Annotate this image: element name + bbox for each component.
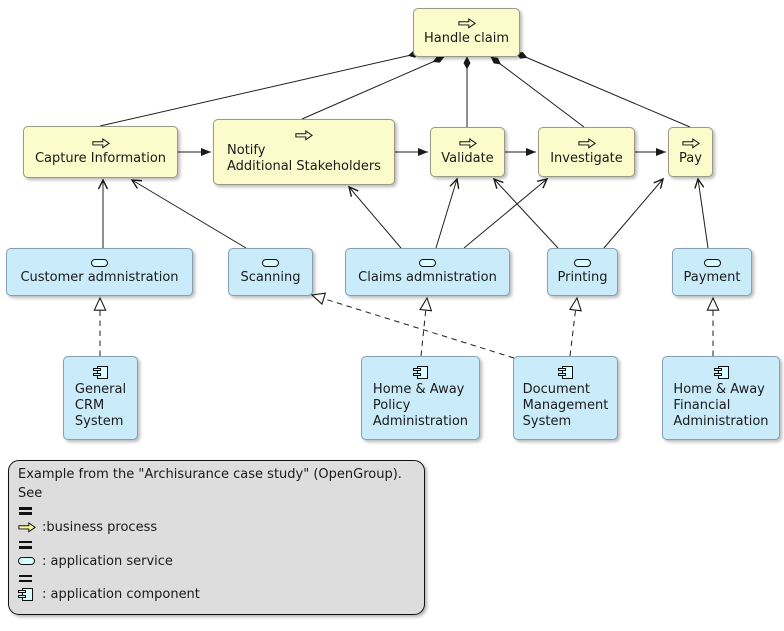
edge-dms-to-printing — [570, 298, 577, 357]
node-label: Printing — [557, 269, 608, 285]
node-capture-information: Capture Information — [23, 126, 178, 178]
node-claims-administration: Claims admnistration — [345, 248, 510, 296]
node-printing: Printing — [547, 248, 618, 296]
node-label: Validate — [441, 150, 494, 166]
application-component-icon — [558, 366, 573, 379]
node-label: Customer admnistration — [20, 269, 179, 285]
node-label: Home & Away Financial Administration — [673, 382, 769, 429]
business-process-icon — [91, 138, 110, 148]
business-process-icon — [18, 522, 36, 532]
node-label: General CRM System — [74, 382, 127, 429]
node-validate: Validate — [430, 127, 505, 177]
node-document-management-system: Document Management System — [513, 356, 618, 440]
application-component-icon — [413, 366, 428, 379]
application-service-icon — [703, 258, 721, 267]
node-pay: Pay — [668, 127, 713, 177]
application-component-icon — [713, 366, 729, 379]
node-label: Payment — [683, 269, 741, 285]
edge-claims_admin-to-notify_stakeholders — [349, 187, 402, 249]
legend-item-label: :business process — [42, 519, 158, 535]
edge-notify_stakeholders-to-handle_claim — [301, 56, 445, 120]
legend-item-application-service: : application service — [18, 552, 415, 571]
node-customer-administration: Customer admnistration — [6, 248, 193, 296]
application-service-icon — [262, 258, 279, 267]
application-service-icon — [574, 258, 591, 267]
edge-printing-to-pay — [603, 179, 663, 249]
node-investigate: Investigate — [538, 127, 635, 177]
node-label: Pay — [679, 150, 702, 166]
edge-payment-to-pay — [698, 179, 709, 249]
node-handle-claim: Handle claim — [413, 8, 520, 57]
node-label: Capture Information — [34, 150, 167, 166]
edge-dms-to-scanning — [312, 295, 515, 359]
node-label: Handle claim — [424, 31, 509, 46]
legend-intro-text: Example from the "Archisurance case stud… — [18, 467, 402, 501]
legend-item-label: : application component — [42, 587, 200, 603]
business-process-icon — [458, 138, 477, 148]
node-label: Home & Away Policy Administration — [372, 382, 469, 429]
edge-capture_information-to-handle_claim — [99, 50, 421, 127]
application-component-icon — [18, 588, 33, 602]
node-general-crm-system: General CRM System — [63, 356, 138, 440]
node-home-away-policy-administration: Home & Away Policy Administration — [361, 356, 480, 440]
node-payment: Payment — [672, 248, 752, 296]
legend-separator — [19, 574, 32, 583]
node-label: Document Management System — [522, 382, 609, 429]
business-process-icon — [295, 130, 313, 140]
node-label: Claims admnistration — [358, 269, 497, 285]
node-notify-additional-stakeholders: Notify Additional Stakeholders — [213, 119, 395, 185]
legend: Example from the "Archisurance case stud… — [8, 460, 425, 615]
node-label: Investigate — [550, 150, 623, 166]
business-process-icon — [457, 18, 476, 29]
edge-printing-to-validate — [494, 179, 559, 249]
application-service-icon — [18, 557, 35, 566]
edge-claims_admin-to-validate — [435, 179, 457, 249]
business-process-icon — [577, 138, 596, 148]
edge-claims_admin-to-investigate — [463, 179, 547, 249]
edge-policy_admin-to-claims_admin — [421, 298, 427, 357]
node-home-away-financial-administration: Home & Away Financial Administration — [662, 356, 780, 440]
edge-scanning-to-capture_information — [132, 180, 247, 249]
node-label: Scanning — [240, 269, 301, 285]
business-process-icon — [681, 138, 700, 148]
legend-item-label: : application service — [42, 553, 173, 569]
node-label: Notify Additional Stakeholders — [227, 142, 381, 174]
application-service-icon — [91, 258, 108, 267]
application-component-icon — [93, 366, 108, 379]
legend-item-business-process: :business process — [18, 518, 415, 537]
legend-item-application-component: : application component — [18, 585, 415, 604]
legend-separator — [19, 540, 32, 549]
edge-pay-to-handle_claim — [515, 52, 691, 128]
legend-separator — [19, 507, 32, 515]
node-scanning: Scanning — [228, 248, 313, 296]
edge-investigate-to-handle_claim — [490, 56, 585, 128]
application-service-icon — [419, 258, 436, 267]
